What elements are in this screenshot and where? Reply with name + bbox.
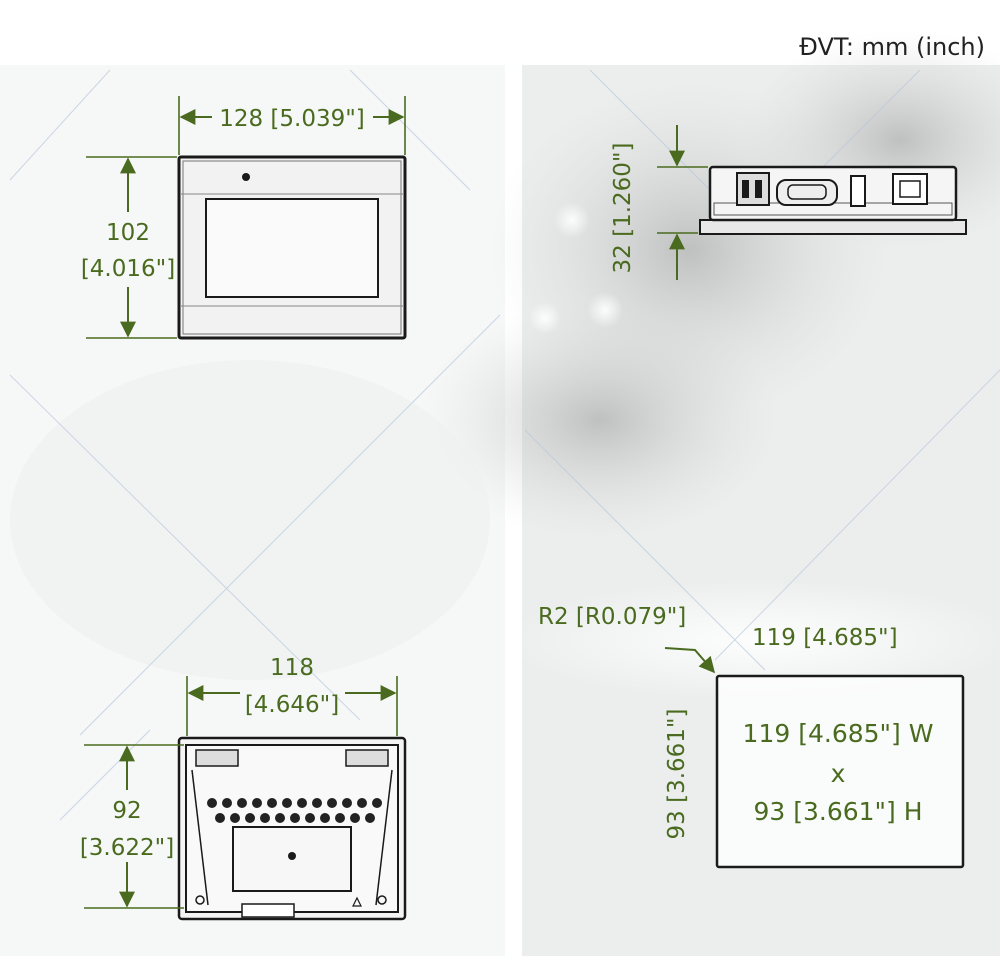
- warning-icon: [352, 896, 362, 907]
- front-indicator-led: [242, 173, 250, 181]
- rear-width-in-label: [4.646"]: [245, 692, 339, 718]
- front-height-mm-label: 102: [106, 220, 150, 246]
- rear-width-mm-label: 118: [270, 655, 314, 681]
- side-view: 32 [1.260"]: [610, 125, 967, 280]
- side-depth-label: 32 [1.260"]: [610, 143, 636, 274]
- front-view: 128 [5.039"] 102 [4.016"]: [81, 96, 407, 340]
- front-width-label: 128 [5.039"]: [219, 106, 365, 132]
- serial-port-icon: [776, 179, 838, 206]
- unit-label: ĐVT: mm (inch): [799, 33, 985, 61]
- usb-port-icon: [850, 175, 866, 207]
- rear-height-mm-label: 92: [112, 798, 141, 824]
- cutout-size-line3: 93 [3.661"] H: [753, 797, 922, 826]
- rear-height-in-label: [3.622"]: [80, 835, 174, 861]
- cutout-height-label: 93 [3.661"]: [664, 709, 690, 840]
- front-height-in-label: [4.016"]: [81, 256, 175, 282]
- cutout-radius-label: R2 [R0.079"]: [538, 604, 686, 630]
- cutout-outline: [715, 674, 965, 869]
- rear-view: 118 [4.646"] 92 [3.622"]: [80, 655, 407, 921]
- panel-cutout: R2 [R0.079"] 119 [4.685"] 93 [3.661"] 11…: [538, 604, 965, 869]
- rear-vent-holes: [207, 798, 382, 823]
- cutout-width-label: 119 [4.685"]: [752, 625, 898, 651]
- power-terminal-icon: [736, 172, 770, 206]
- front-screen: [205, 198, 379, 298]
- rear-connector: [241, 903, 295, 918]
- side-bezel: [699, 219, 967, 235]
- cutout-size-line1: 119 [4.685"] W: [743, 719, 934, 748]
- ethernet-port-icon: [892, 173, 928, 205]
- cutout-size-line2: x: [831, 759, 846, 788]
